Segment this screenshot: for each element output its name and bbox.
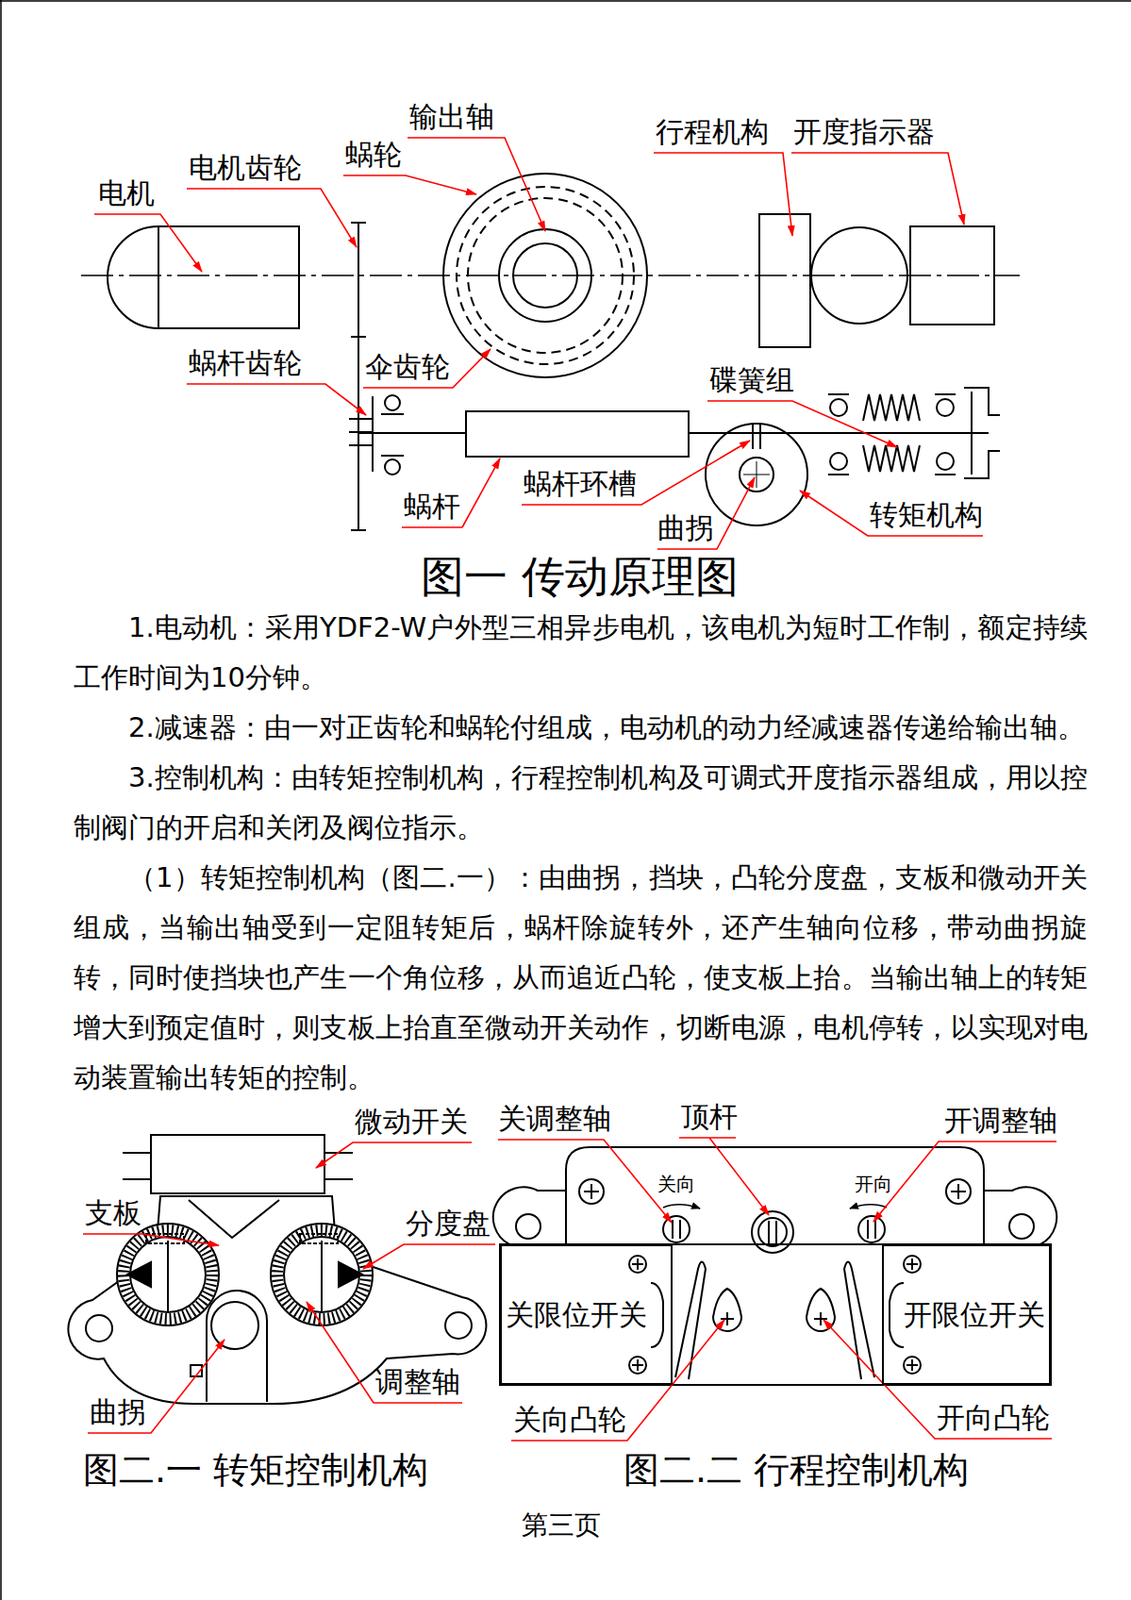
part-label: 电机 <box>98 176 155 211</box>
part-label: 蜗杆环槽 <box>523 466 637 501</box>
direction-label: 开向 <box>854 1172 893 1196</box>
part-label: 伞齿轮 <box>365 349 450 384</box>
part-label: 调整轴 <box>375 1364 461 1399</box>
paragraph: 2.减速器：由一对正齿轮和蜗轮付组成，电动机的动力经减速器传递给输出轴。 <box>73 702 1088 753</box>
part-label: 微动开关 <box>354 1104 468 1139</box>
part-label: 蜗轮 <box>345 137 402 172</box>
limit-switch-box: 开限位开关 <box>881 1244 1051 1385</box>
figure-caption: 图二.二 行程控制机构 <box>623 1448 969 1493</box>
part-label: 电机齿轮 <box>188 150 302 185</box>
switch-label: 开限位开关 <box>903 1297 1046 1332</box>
part-label: 行程机构 <box>655 115 769 150</box>
paragraph: 1.电动机：采用YDF2-W户外型三相异步电机，该电机为短时工作制，额定持续工作… <box>73 602 1088 703</box>
limit-switch-box: 关限位开关 <box>499 1244 673 1385</box>
part-label: 输出轴 <box>409 99 495 134</box>
part-label: 开度指示器 <box>793 115 935 150</box>
body-text: 1.电动机：采用YDF2-W户外型三相异步电机，该电机为短时工作制，额定持续工作… <box>73 602 1088 1103</box>
part-label: 碟簧组 <box>709 363 795 398</box>
part-label: 支板 <box>84 1196 142 1231</box>
paragraph: 3.控制机构：由转矩控制机构，行程控制机构及可调式开度指示器组成，用以控制阀门的… <box>73 752 1088 853</box>
paragraph: （1）转矩控制机构（图二.一）：由曲拐，挡块，凸轮分度盘，支板和微动开关组成，当… <box>73 852 1088 1103</box>
part-label: 开调整轴 <box>944 1103 1058 1138</box>
part-label: 蜗杆 <box>403 489 461 524</box>
page-number: 第三页 <box>521 1509 601 1542</box>
part-label: 关调整轴 <box>498 1101 612 1136</box>
part-label: 分度盘 <box>405 1206 491 1241</box>
figure-caption: 图一 传动原理图 <box>420 550 739 603</box>
direction-label: 关向 <box>657 1172 696 1196</box>
part-label: 顶杆 <box>681 1099 738 1134</box>
figure-caption: 图二.一 转矩控制机构 <box>83 1448 429 1493</box>
part-label: 转矩机构 <box>869 498 983 533</box>
part-label: 关向凸轮 <box>513 1402 627 1437</box>
part-label: 蜗杆齿轮 <box>188 346 302 381</box>
part-label: 曲拐 <box>657 511 715 546</box>
part-label: 曲拐 <box>89 1395 147 1430</box>
part-label: 开向凸轮 <box>936 1400 1050 1435</box>
switch-label: 关限位开关 <box>505 1297 648 1332</box>
